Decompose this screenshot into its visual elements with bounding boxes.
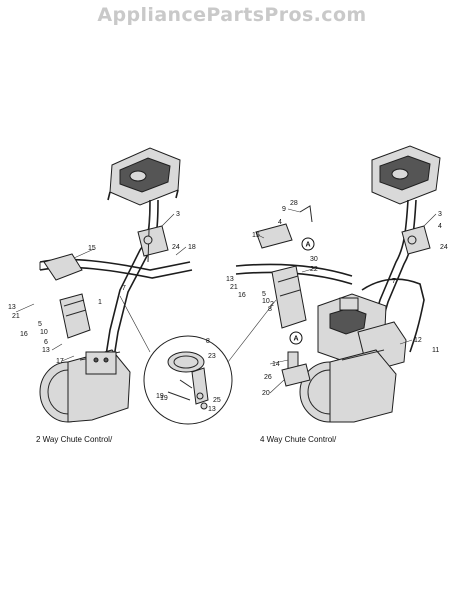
part-label: 24 xyxy=(172,244,180,251)
callout-a-2: A xyxy=(289,331,303,345)
part-label: 26 xyxy=(264,374,272,381)
left-auger-housing xyxy=(39,349,131,423)
callout-a-2-label: A xyxy=(294,336,299,343)
part-label: 17 xyxy=(56,358,64,365)
part-label: 30 xyxy=(310,256,318,263)
part-label: 15 xyxy=(252,232,260,239)
caption-4-way-chute: 4 Way Chute Control/ xyxy=(260,435,337,444)
part-label: 20 xyxy=(262,390,270,397)
part-label: 11 xyxy=(432,347,439,354)
part-label: 3 xyxy=(438,211,442,218)
callout-a-1-label: A xyxy=(306,242,311,249)
part-label: 5 xyxy=(262,291,266,298)
part-label: 13 xyxy=(208,406,216,413)
part-label: 4 xyxy=(438,223,442,230)
part-label: 21 xyxy=(12,313,20,320)
left-chute xyxy=(43,253,91,339)
part-label: 6 xyxy=(44,339,48,346)
part-label: 25 xyxy=(213,397,221,404)
part-label: 22 xyxy=(310,266,318,273)
part-label: 7 xyxy=(122,285,126,292)
part-label: 13 xyxy=(226,276,234,283)
part-label: 21 xyxy=(230,284,238,291)
part-label: 10 xyxy=(40,329,48,336)
part-label: 16 xyxy=(238,292,246,299)
right-chute xyxy=(255,205,313,329)
right-assembly xyxy=(235,145,441,423)
part-label: 4 xyxy=(278,219,282,226)
detail-inset xyxy=(119,295,277,425)
watermark: AppliancePartsPros.com xyxy=(97,4,367,26)
leader-lines xyxy=(15,208,437,394)
part-label: 16 xyxy=(20,331,28,338)
part-label: 24 xyxy=(440,244,448,251)
right-auger-housing xyxy=(299,349,397,423)
part-label: 19 xyxy=(160,395,168,402)
part-label: 28 xyxy=(290,200,298,207)
part-label: 8 xyxy=(268,306,272,313)
part-label: 18 xyxy=(188,244,196,251)
part-label: 23 xyxy=(208,353,216,360)
part-label: 10 xyxy=(262,298,270,305)
right-control-dash xyxy=(371,145,441,205)
part-label: 15 xyxy=(88,245,96,252)
right-chute-base xyxy=(281,351,311,387)
part-label: 12 xyxy=(414,337,422,344)
callout-a-1: A xyxy=(301,237,315,251)
part-label: 3 xyxy=(176,211,180,218)
right-part-labels: 9 28 4 15 30 22 2 13 21 16 5 10 8 3 7 4 … xyxy=(156,200,448,400)
left-control-dash xyxy=(107,147,181,206)
part-label: 7 xyxy=(392,278,396,285)
detail-part-labels: 8 23 19 25 13 xyxy=(160,338,221,413)
part-label: 14 xyxy=(272,361,280,368)
left-assembly xyxy=(39,147,193,423)
part-label: 8 xyxy=(206,338,210,345)
part-label: 13 xyxy=(42,347,50,354)
left-part-labels: 3 15 24 18 1 7 13 21 16 5 10 6 13 17 xyxy=(8,211,196,365)
part-label: 19 xyxy=(156,393,164,400)
caption-2-way-chute: 2 Way Chute Control/ xyxy=(36,435,113,444)
part-label: 1 xyxy=(98,299,102,306)
part-label: 2 xyxy=(270,301,274,308)
left-chute-crank xyxy=(137,199,169,263)
part-label: 5 xyxy=(38,321,42,328)
part-label: 9 xyxy=(282,206,286,213)
part-label: 13 xyxy=(8,304,16,311)
right-chute-crank xyxy=(401,225,431,255)
